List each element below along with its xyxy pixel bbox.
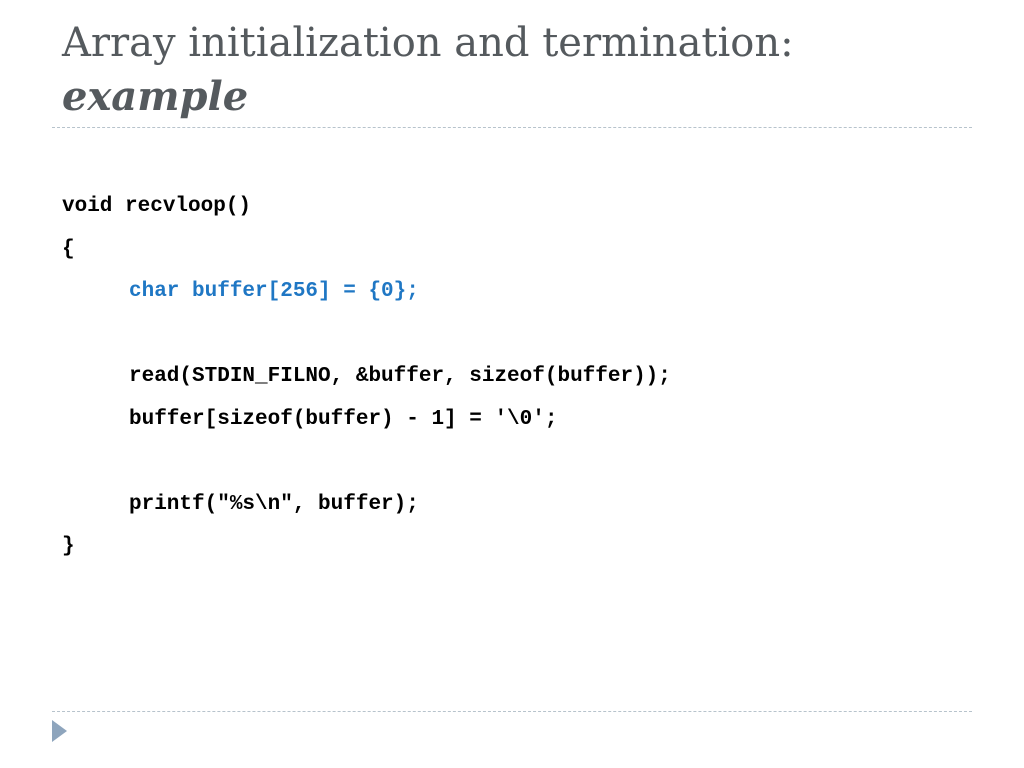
code-block: void recvloop() { char buffer[256] = {0}… — [62, 186, 962, 569]
footer-divider — [52, 711, 972, 712]
code-line-blank — [62, 314, 962, 357]
code-line: { — [62, 237, 75, 261]
code-line-highlighted: char buffer[256] = {0}; — [129, 280, 419, 303]
code-line: } — [62, 535, 75, 558]
code-line: printf("%s\n", buffer); — [129, 492, 419, 516]
code-line-blank — [62, 441, 962, 484]
code-line: void recvloop() — [62, 195, 252, 218]
title-divider — [52, 127, 972, 128]
code-line: read(STDIN_FILNO, &buffer, sizeof(buffer… — [129, 365, 671, 388]
title-line-1: Array initialization and termination: — [62, 20, 794, 66]
title-line-2: example — [62, 73, 249, 120]
code-line: buffer[sizeof(buffer) - 1] = '\0'; — [129, 407, 558, 431]
triangle-right-icon — [52, 720, 67, 742]
slide-title: Array initialization and termination: ex… — [62, 16, 962, 124]
